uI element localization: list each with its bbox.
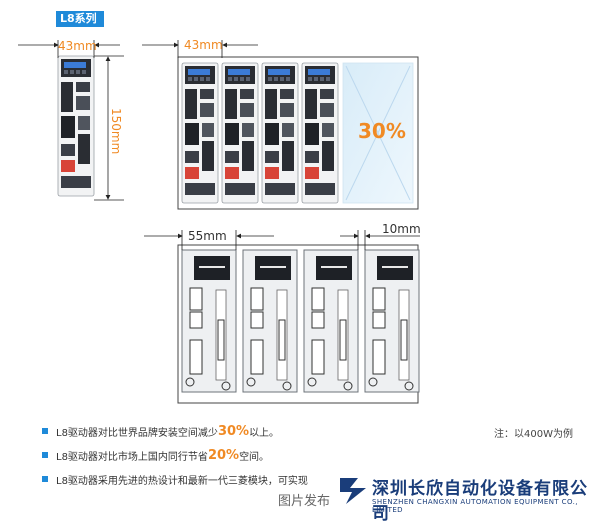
group-frame (177, 56, 419, 210)
bullet-square-icon (42, 476, 48, 482)
single-drive (57, 55, 95, 197)
company-name-en: SHENZHEN CHANGXIN AUTOMATION EQUIPMENT C… (372, 498, 578, 514)
note-text: 注：以400W为例 (494, 429, 573, 440)
gap-label: 10mm (382, 222, 421, 236)
bullet-item: L8驱动器采用先进的热设计和最新一代三菱模块，可实现 (42, 472, 308, 487)
group-width-label: 43mm (184, 38, 223, 52)
company-logo-icon (336, 470, 372, 506)
height-label: 150mm (109, 108, 123, 155)
bullet-square-icon (42, 452, 48, 458)
single-width-label: 43mm (58, 39, 97, 53)
series-tag: L8系列 (56, 11, 104, 27)
bullet-square-icon (42, 428, 48, 434)
watermark-text: 图片发布 (278, 490, 331, 509)
compact-width-label: 55mm (188, 229, 227, 243)
dimension-diagram (18, 40, 420, 404)
reduction-label: 30% (358, 119, 406, 143)
